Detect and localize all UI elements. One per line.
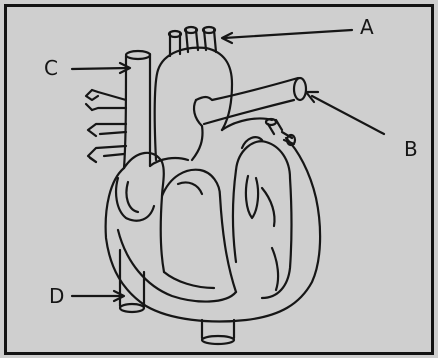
label-a: A — [360, 17, 374, 37]
pointer-b — [312, 96, 384, 134]
pointer-c — [72, 68, 128, 69]
left-ventricle — [233, 137, 292, 298]
ventricle-walls — [118, 170, 236, 302]
descending-aorta — [202, 320, 234, 344]
label-b: B — [404, 139, 418, 159]
pulmonary-veins-left — [86, 90, 126, 162]
pointer-a — [224, 30, 352, 38]
label-d: D — [49, 286, 64, 306]
aorta-arch — [155, 27, 232, 160]
left-atrium-vessels — [266, 119, 295, 145]
label-c: C — [44, 58, 58, 78]
